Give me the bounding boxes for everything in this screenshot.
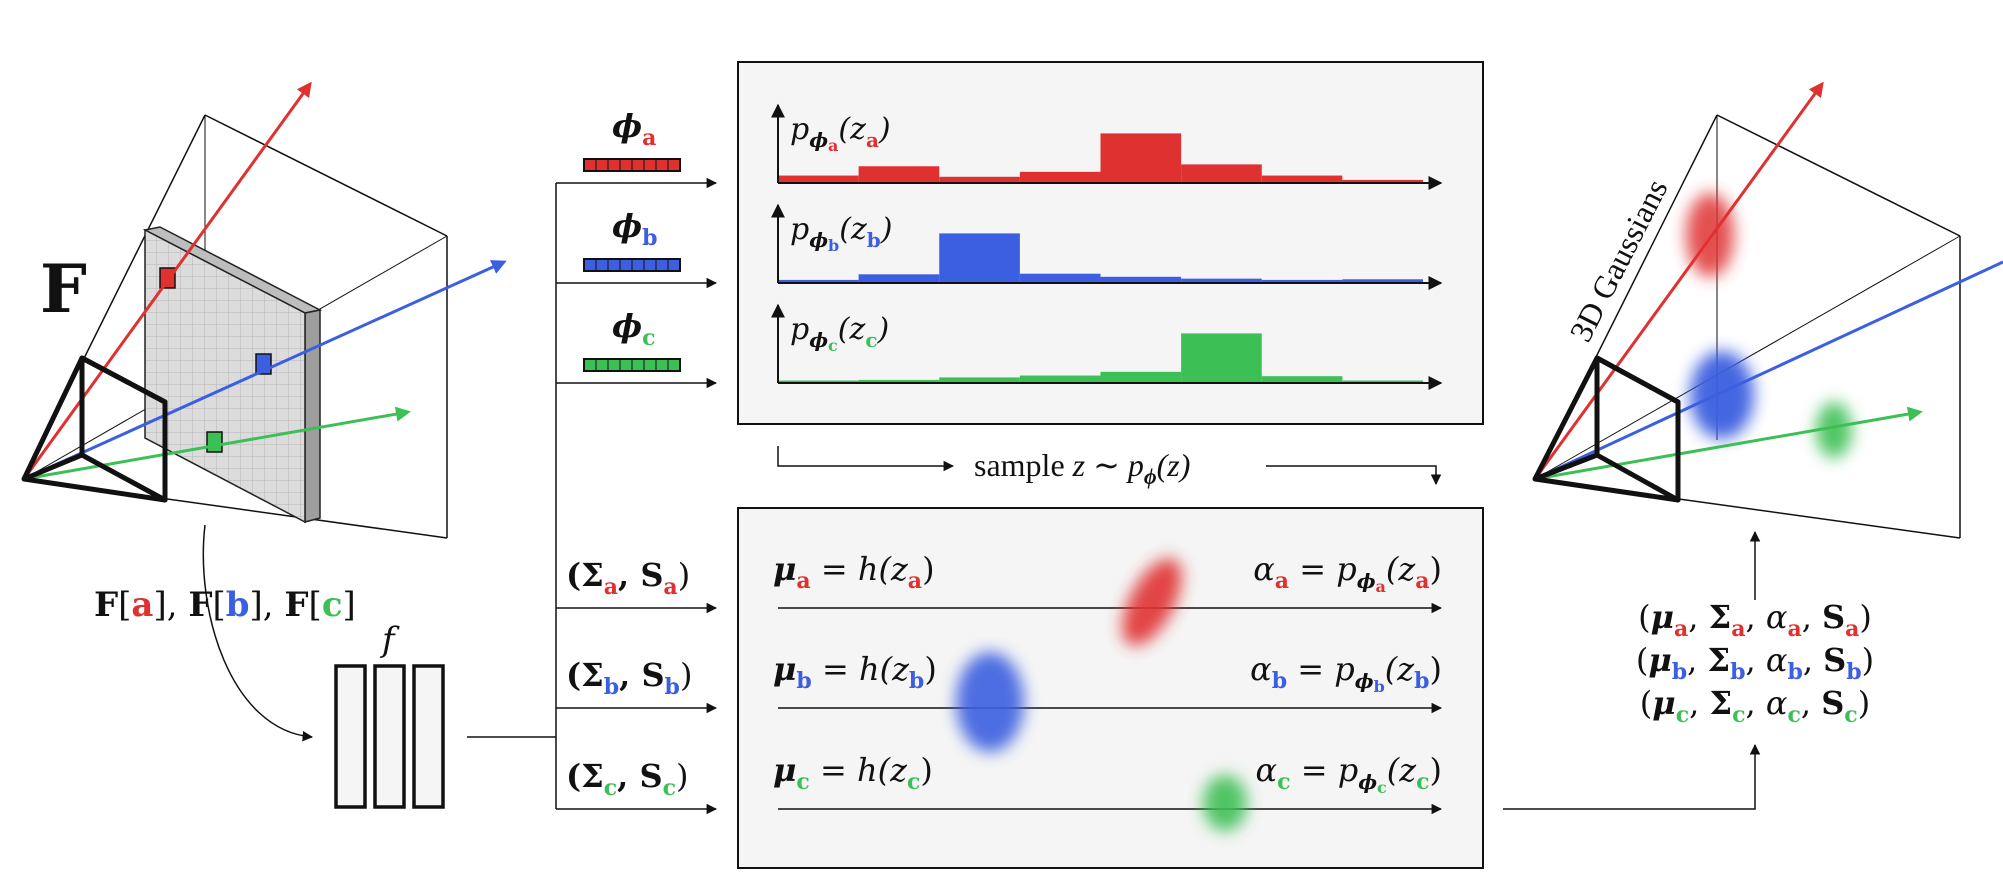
histogram-bar [778,279,859,283]
camera-body-icon [21,355,168,503]
histogram-bar [939,377,1020,383]
network-label: f [379,620,400,660]
network-layer [334,664,367,809]
ray-c [1534,406,1923,481]
distribution-panel [737,61,1484,425]
gaussian-3d-b [1690,351,1754,439]
gaussian-blob [1122,558,1182,646]
gaussian-tuples: (μa, Σa, αa, Sa)(μb, Σb, αb, Sb)(μc, Σc,… [1636,598,1874,728]
ray-a [22,81,312,480]
right-camera-title: 3D Gaussians [1562,173,1674,347]
histogram-bar [778,175,859,183]
histogram-bar [939,176,1020,183]
mean-equation: μc = h(zc) [773,751,933,795]
output-arrow [1503,743,1761,810]
phi-label: ϕa [612,107,656,151]
feature-cell-a [159,267,176,289]
distribution-label: pϕc(zc) [790,312,889,355]
histogram-series: pϕc(zc) [771,303,1443,390]
right-camera: 3D Gaussians [1532,81,2003,539]
phi-label: ϕb [612,207,658,251]
gaussian-row: μa = h(za) αa = pϕa(za) [773,550,1443,646]
sample-label: sample z ∼ pϕ(z) [974,447,1190,489]
ray-b [1534,260,2003,481]
gaussian-tuple: (μb, Σb, αb, Sb) [1636,641,1874,685]
camera-body-icon [1532,355,1681,503]
histogram-bar [1342,179,1423,183]
opacity-equation: αb = pϕb(zb) [1250,650,1442,696]
gaussian-blob [1203,775,1247,831]
phi-label: ϕc [612,307,656,351]
network-layer [373,664,406,809]
histogram-bar [1342,380,1423,383]
histogram-bar [1342,279,1423,283]
parameter-branches: ϕa (Σa, Sa) ϕb (Σb, Sb) ϕc (Σc, Sc) [556,107,718,815]
histogram-bar [1100,276,1182,283]
gaussian-blob [956,652,1024,752]
histogram-bar [1261,175,1343,183]
histogram-series: pϕb(zb) [771,203,1443,290]
sample-step: sample z ∼ pϕ(z) [777,446,1442,489]
histogram-bar [858,379,940,383]
histogram-bar [1019,273,1101,283]
gaussian-3d-a [1686,193,1734,277]
opacity-equation: αc = pϕc(zc) [1256,751,1442,797]
gaussian-rows: μa = h(za) αa = pϕa(za) μb = h(zb) αb = pϕb… [773,550,1443,831]
mean-equation: μb = h(zb) [773,650,937,694]
gaussian-tuple: (μc, Σc, αc, Sc) [1640,684,1870,728]
feature-plane [142,226,323,524]
histogram-series: pϕa(za) [771,103,1443,190]
ray-b [23,260,507,481]
histogram-bar [858,274,940,283]
opacity-equation: αa = pϕa(za) [1253,550,1442,596]
distribution-label: pϕb(zb) [790,212,892,255]
ray-c [23,406,411,481]
histogram-chart: pϕa(za) pϕb(zb) pϕc(zc) [771,103,1443,390]
histogram-bar [778,380,859,383]
gaussian-tuple: (μa, Σa, αa, Sa) [1638,598,1872,642]
histogram-bar [1019,171,1101,183]
gaussian-row: μb = h(zb) αb = pϕb(zb) [773,650,1443,752]
distribution-label: pϕa(za) [790,112,891,155]
histogram-bar [1100,371,1182,383]
mean-equation: μa = h(za) [773,550,935,594]
gaussian-row: μc = h(zc) αc = pϕc(zc) [773,751,1443,831]
histogram-bar [1181,333,1262,383]
feature-lookup-label: F[a], F[b], F[c] [94,585,356,625]
covariance-scale-label: (Σb, Sb) [566,656,692,700]
histogram-bar [858,166,940,183]
histogram-bar [1181,278,1262,283]
feature-to-network-arrow [202,524,314,742]
ray-a [1533,81,1824,480]
covariance-scale-label: (Σc, Sc) [566,757,688,801]
network-f: f [334,183,557,809]
histogram-bar [1261,279,1343,283]
histogram-bar [1019,375,1101,383]
network-layer [412,664,445,809]
covariance-scale-label: (Σa, Sa) [566,556,690,600]
histogram-bar [1261,376,1343,383]
feature-label: F [40,250,87,328]
gaussian-panel [737,507,1484,869]
gaussian-3d-c [1816,402,1852,458]
histogram-bar [1100,133,1182,183]
histogram-bar [1181,164,1262,183]
left-camera: F F[a], F[b], F[c] [21,81,507,742]
histogram-bar [939,233,1020,283]
feature-cell-c [206,431,223,453]
